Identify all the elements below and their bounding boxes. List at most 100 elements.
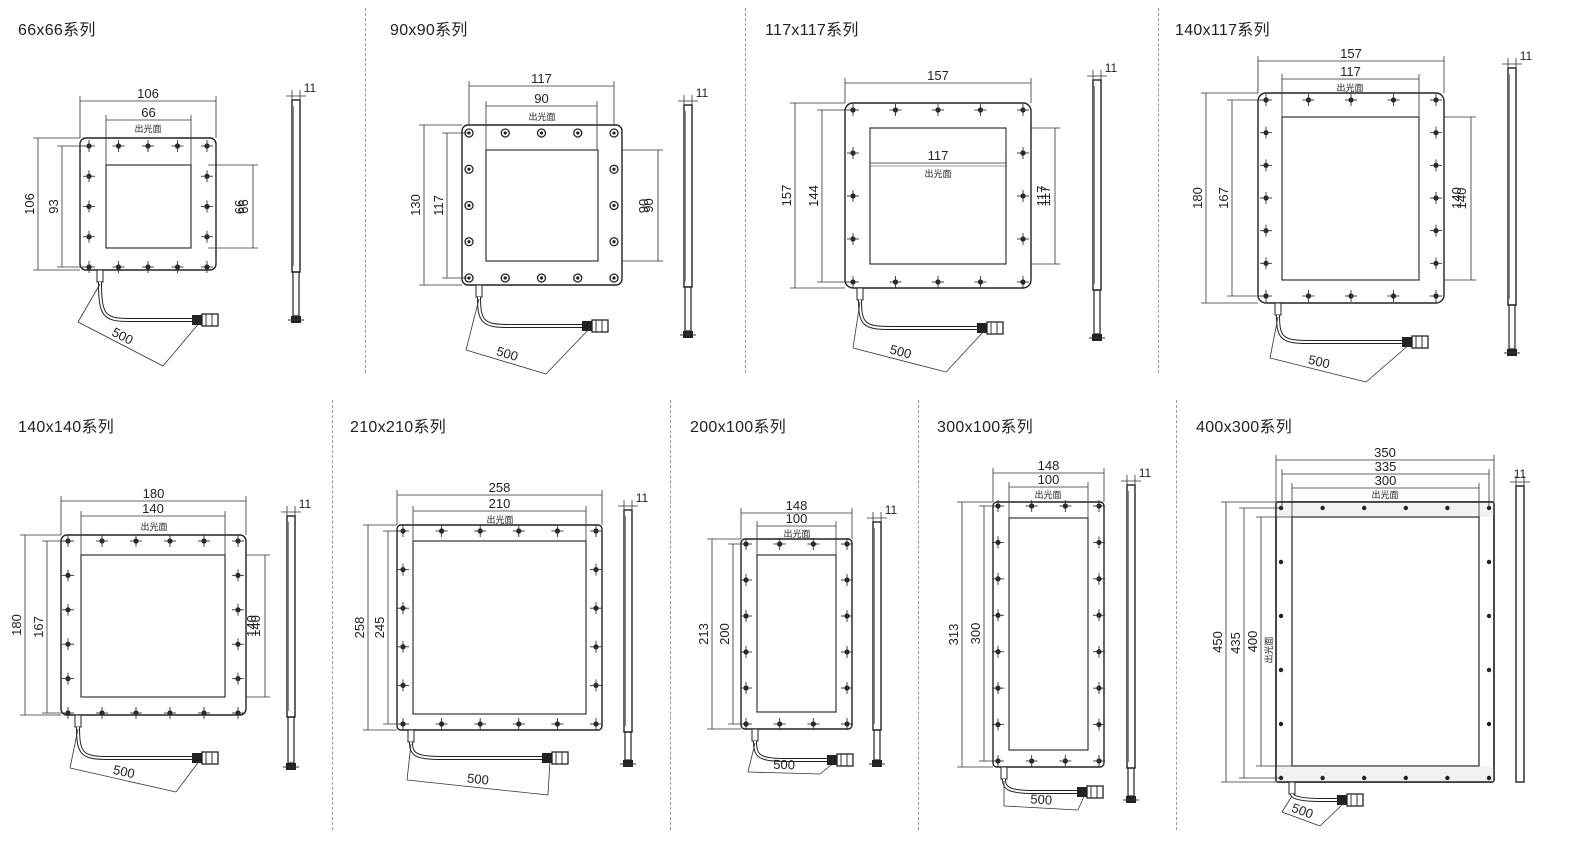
dimension-line xyxy=(545,327,591,375)
frame-outline xyxy=(1275,501,1495,783)
dimension-label: 157 xyxy=(927,68,949,83)
dimension-label: 313 xyxy=(946,624,961,646)
cable-connector xyxy=(1086,785,1104,799)
cable-inner xyxy=(859,299,977,329)
cable-length-label: 500 xyxy=(466,770,489,787)
dimension-label: 106 xyxy=(22,193,37,215)
cable xyxy=(76,726,192,760)
mounting-hole xyxy=(464,237,474,247)
cable-plug xyxy=(1337,795,1347,805)
series-title-140x117: 140x117系列 xyxy=(1175,22,1270,39)
dimension-line xyxy=(852,347,947,373)
cable xyxy=(858,299,977,330)
cable-inner xyxy=(754,740,827,761)
dimension-label: 167 xyxy=(1216,187,1231,209)
cable-length-label: 500 xyxy=(495,343,520,364)
mounting-hole-center xyxy=(576,131,580,135)
dimension-label: 117 xyxy=(1340,64,1361,79)
separator-3 xyxy=(1158,8,1159,373)
mounting-hole xyxy=(1278,721,1284,727)
dimension-label: 258 xyxy=(489,480,511,495)
mounting-hole-center xyxy=(576,276,580,280)
series-title-66x66: 66x66系列 xyxy=(18,22,96,39)
cable-gland xyxy=(1274,302,1282,316)
dimension-label: 210 xyxy=(489,496,511,511)
thickness-label: 11 xyxy=(636,491,649,505)
cable-length-label: 500 xyxy=(1307,352,1332,372)
dimension-line xyxy=(406,779,549,796)
dimension-line xyxy=(465,349,547,375)
side-connector xyxy=(287,716,295,764)
dimension-label: 100 xyxy=(1038,472,1060,487)
side-connector xyxy=(1127,767,1135,797)
mounting-hole xyxy=(609,164,619,174)
dimension-label: 300 xyxy=(968,623,983,645)
mounting-hole xyxy=(1320,505,1325,511)
mounting-hole xyxy=(464,200,474,211)
mounting-hole xyxy=(1278,613,1284,619)
cable-connector xyxy=(1411,335,1429,349)
dimension-label: 167 xyxy=(31,616,46,638)
thickness-label: 11 xyxy=(1105,61,1118,75)
dimension-line xyxy=(747,771,821,775)
frame-top-band xyxy=(1276,502,1494,517)
thickness-label: 11 xyxy=(885,503,898,517)
dimension-line xyxy=(1003,805,1079,811)
thickness-label: 11 xyxy=(1520,49,1533,63)
emitting-window xyxy=(412,540,587,715)
mounting-hole-center xyxy=(612,240,616,244)
emitting-window xyxy=(1008,517,1089,751)
dimension-label: 93 xyxy=(46,199,61,213)
dimension-label: 157 xyxy=(1340,46,1362,61)
dimension-label: 117 xyxy=(431,195,446,216)
dimension-label: 335 xyxy=(1375,459,1397,474)
mounting-hole xyxy=(1445,775,1450,781)
dimension-label: 148 xyxy=(786,498,808,513)
cable-plug xyxy=(1402,337,1412,347)
dimension-line xyxy=(175,759,201,793)
emitting-face-label-vertical: 出光面 xyxy=(1263,636,1274,663)
dimension-label: 400 xyxy=(1245,631,1260,653)
cable-plug xyxy=(542,753,552,763)
mounting-hole xyxy=(536,128,547,138)
dimension-label: 213 xyxy=(696,623,711,645)
cable-connector xyxy=(201,751,219,765)
thickness-label: 11 xyxy=(299,497,312,511)
cable-plug xyxy=(977,323,987,333)
cable-gland xyxy=(751,728,759,742)
dimension-label: 450 xyxy=(1210,631,1225,653)
dimension-label: 200 xyxy=(717,623,732,645)
dimension-label: 117 xyxy=(928,148,949,163)
side-connector xyxy=(873,729,881,761)
mounting-hole xyxy=(573,273,583,283)
cable-gland xyxy=(1288,781,1296,795)
mounting-hole xyxy=(1278,667,1284,673)
frame-outline xyxy=(844,102,1032,289)
dimension-line xyxy=(852,301,861,349)
dimension-line xyxy=(77,283,101,323)
dimension-label: 148 xyxy=(1038,458,1060,473)
dimension-line xyxy=(945,329,986,373)
separator-1 xyxy=(365,8,366,373)
mounting-hole-center xyxy=(612,167,616,171)
dimension-line xyxy=(1269,357,1367,383)
cable-inner xyxy=(77,726,192,759)
cable xyxy=(477,296,582,328)
cable-inner xyxy=(1291,793,1337,801)
cable-plug xyxy=(192,315,202,325)
cable-length-label: 500 xyxy=(109,324,135,347)
series-title-117x117: 117x117系列 xyxy=(765,22,859,39)
dimension-label: 144 xyxy=(806,185,821,207)
dimension-line xyxy=(747,742,756,773)
dimension-label: 258 xyxy=(352,617,367,639)
dimension-label: 245 xyxy=(372,617,387,639)
separator-4 xyxy=(332,400,333,830)
cable-gland xyxy=(475,284,483,298)
cable-gland xyxy=(96,269,104,283)
